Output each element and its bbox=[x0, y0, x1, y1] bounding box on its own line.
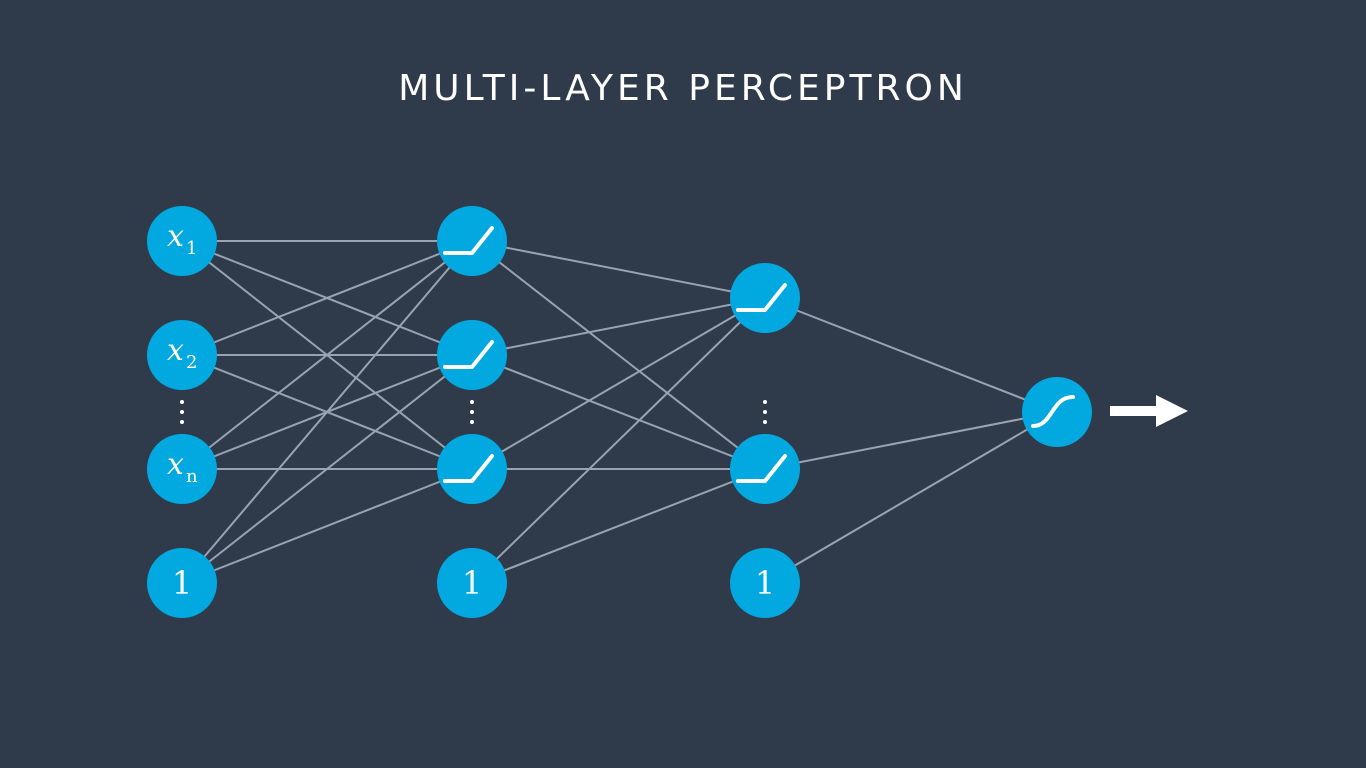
hidden2-bias-node bbox=[730, 548, 800, 618]
edge-h1b-h2b bbox=[471, 354, 766, 470]
relu-activation-icon bbox=[443, 340, 494, 369]
hidden2-ellipsis-dot-1 bbox=[763, 400, 767, 404]
edge-h1b-h2a bbox=[471, 297, 766, 356]
edge-h1B-h2a bbox=[471, 297, 766, 584]
edge-h1a-h2b bbox=[471, 240, 766, 470]
output-node bbox=[1022, 377, 1092, 447]
edge-in2-h1a bbox=[181, 240, 473, 356]
sigmoid-activation-icon bbox=[1031, 395, 1075, 428]
hidden2-node-1 bbox=[730, 263, 800, 333]
hidden1-ellipsis-dot-1 bbox=[470, 400, 474, 404]
edge-inB-h1b bbox=[181, 354, 473, 584]
hidden2-bias-label: 1 bbox=[755, 564, 775, 602]
input-label-x2-var: x bbox=[167, 333, 184, 368]
input-ellipsis-dot-1 bbox=[180, 400, 184, 404]
input-label-xn-var: x bbox=[167, 447, 184, 482]
relu-activation-icon bbox=[443, 226, 494, 255]
edge-inB-h1a bbox=[181, 240, 473, 584]
output-arrow-icon bbox=[1110, 395, 1188, 427]
input-ellipsis-dot-3 bbox=[180, 420, 184, 424]
hidden2-node-2 bbox=[730, 434, 800, 504]
hidden1-ellipsis-dot-2 bbox=[470, 410, 474, 414]
hidden1-node-1 bbox=[437, 206, 507, 276]
relu-activation-icon bbox=[736, 454, 787, 483]
input-bias-node bbox=[147, 548, 217, 618]
input-node-x1 bbox=[147, 206, 217, 276]
hidden1-ellipsis-dot-3 bbox=[470, 420, 474, 424]
ellipsis-group bbox=[180, 400, 767, 424]
input-node-xn bbox=[147, 434, 217, 504]
hidden1-node-2 bbox=[437, 320, 507, 390]
input-label-x1-subscript: 1 bbox=[186, 238, 197, 259]
hidden1-node-3 bbox=[437, 434, 507, 504]
hidden2-ellipsis-dot-3 bbox=[763, 420, 767, 424]
relu-activation-icon bbox=[736, 283, 787, 312]
edge-h1c-h2a bbox=[471, 297, 766, 470]
input-label-xn-subscript: n bbox=[186, 466, 198, 487]
edge-h2b-out bbox=[764, 411, 1058, 470]
hidden2-ellipsis-dot-2 bbox=[763, 410, 767, 414]
hidden1-bias-node bbox=[437, 548, 507, 618]
relu-activation-icon bbox=[443, 454, 494, 483]
hidden1-bias-label: 1 bbox=[462, 564, 482, 602]
input-ellipsis-dot-2 bbox=[180, 410, 184, 414]
edge-inN-h1a bbox=[181, 240, 473, 470]
edge-inB-h1c bbox=[181, 468, 473, 584]
input-node-x2 bbox=[147, 320, 217, 390]
edge-h2a-out bbox=[764, 297, 1058, 413]
input-label-x2-subscript: 2 bbox=[186, 352, 197, 373]
diagram-title: MULTI-LAYER PERCEPTRON bbox=[398, 68, 968, 109]
edge-h1a-h2a bbox=[471, 240, 766, 299]
edges-group bbox=[181, 240, 1058, 584]
edge-h1B-h2b bbox=[471, 468, 766, 584]
edge-h2B-out bbox=[764, 411, 1058, 584]
input-label-x1-var: x bbox=[167, 219, 184, 254]
input-bias-label: 1 bbox=[172, 564, 192, 602]
